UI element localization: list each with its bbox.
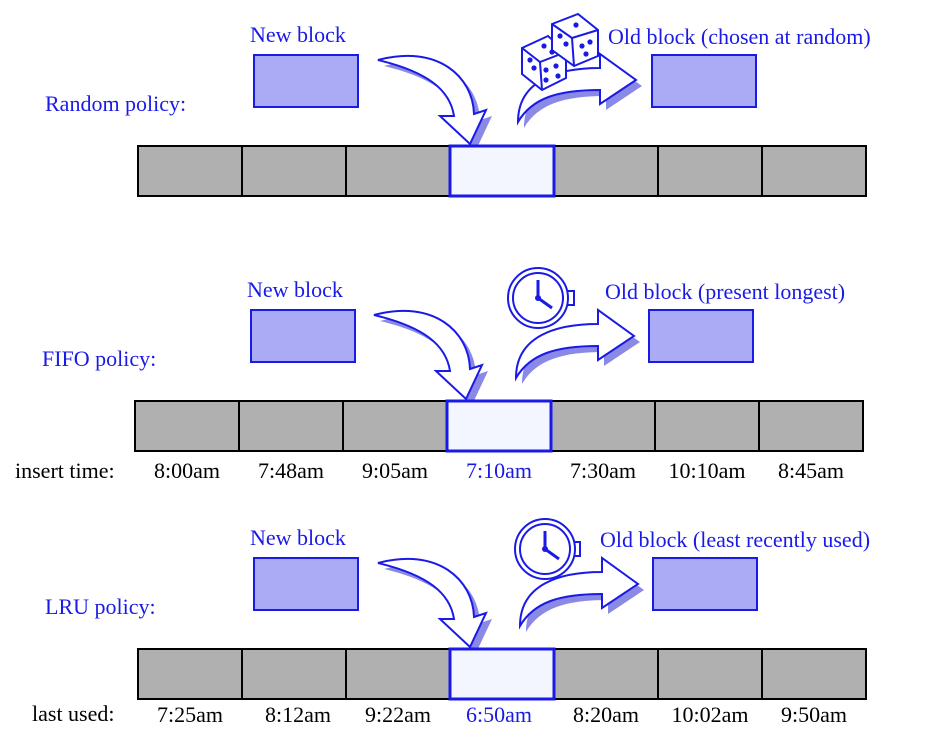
time-value: 10:10am (669, 458, 746, 483)
cache-cell (657, 648, 763, 700)
cache-cell (238, 400, 344, 452)
row-label: insert time: (15, 458, 115, 483)
old-block-label: Old block (least recently used) (600, 527, 870, 552)
cache-cell (241, 145, 347, 197)
row-label: last used: (32, 701, 115, 726)
dice-icon (521, 12, 599, 92)
panel-random: Random policy: New block (45, 12, 871, 198)
new-block (250, 309, 356, 363)
time-row: 8:00am 7:48am 9:05am 7:10am 7:30am 10:10… (154, 458, 844, 483)
new-block (253, 557, 359, 611)
time-value: 8:00am (154, 458, 220, 483)
cache-cell (553, 145, 659, 197)
cache-cell (345, 145, 451, 197)
policy-label: FIFO policy: (42, 346, 156, 371)
cache-cell (758, 400, 864, 452)
time-row: 7:25am 8:12am 9:22am 6:50am 8:20am 10:02… (157, 702, 847, 727)
evicted-slot (448, 144, 556, 198)
panel-lru: LRU policy: New block Old block (least r… (32, 518, 870, 727)
clock-icon (514, 518, 581, 580)
time-value: 9:22am (365, 702, 431, 727)
cache-cell (761, 648, 867, 700)
cache-row (137, 647, 867, 701)
time-value-highlight: 6:50am (466, 702, 532, 727)
cache-cell (342, 400, 448, 452)
cache-cell (657, 145, 763, 197)
evicted-slot (445, 399, 553, 453)
cache-cell (137, 648, 243, 700)
new-block (253, 54, 359, 108)
cache-cell (134, 400, 240, 452)
clock-icon (507, 267, 575, 329)
cache-row (137, 144, 867, 198)
time-value: 8:45am (778, 458, 844, 483)
new-block-label: New block (247, 277, 343, 302)
time-value-highlight: 7:10am (466, 458, 532, 483)
insert-arrow (377, 54, 492, 150)
cache-cell (137, 145, 243, 197)
cache-cell (345, 648, 451, 700)
time-value: 8:12am (265, 702, 331, 727)
old-block (651, 54, 757, 108)
time-value: 7:48am (258, 458, 324, 483)
cache-row (134, 399, 864, 453)
time-value: 7:30am (570, 458, 636, 483)
new-block-label: New block (250, 22, 346, 47)
policy-label: LRU policy: (45, 594, 156, 619)
cache-cell (553, 648, 659, 700)
new-block-label: New block (250, 525, 346, 550)
time-value: 10:02am (672, 702, 749, 727)
insert-arrow (373, 309, 488, 405)
insert-arrow (377, 557, 492, 653)
evicted-slot (448, 647, 556, 701)
time-value: 7:25am (157, 702, 223, 727)
panel-fifo: FIFO policy: New block Old block (presen… (15, 267, 864, 483)
time-value: 9:05am (362, 458, 428, 483)
old-block-label: Old block (chosen at random) (608, 24, 871, 49)
cache-cell (761, 145, 867, 197)
old-block-label: Old block (present longest) (605, 279, 845, 304)
old-block (648, 309, 754, 363)
cache-cell (654, 400, 760, 452)
time-value: 9:50am (781, 702, 847, 727)
cache-cell (550, 400, 656, 452)
policy-label: Random policy: (45, 91, 186, 116)
cache-cell (241, 648, 347, 700)
old-block (652, 557, 758, 611)
time-value: 8:20am (573, 702, 639, 727)
